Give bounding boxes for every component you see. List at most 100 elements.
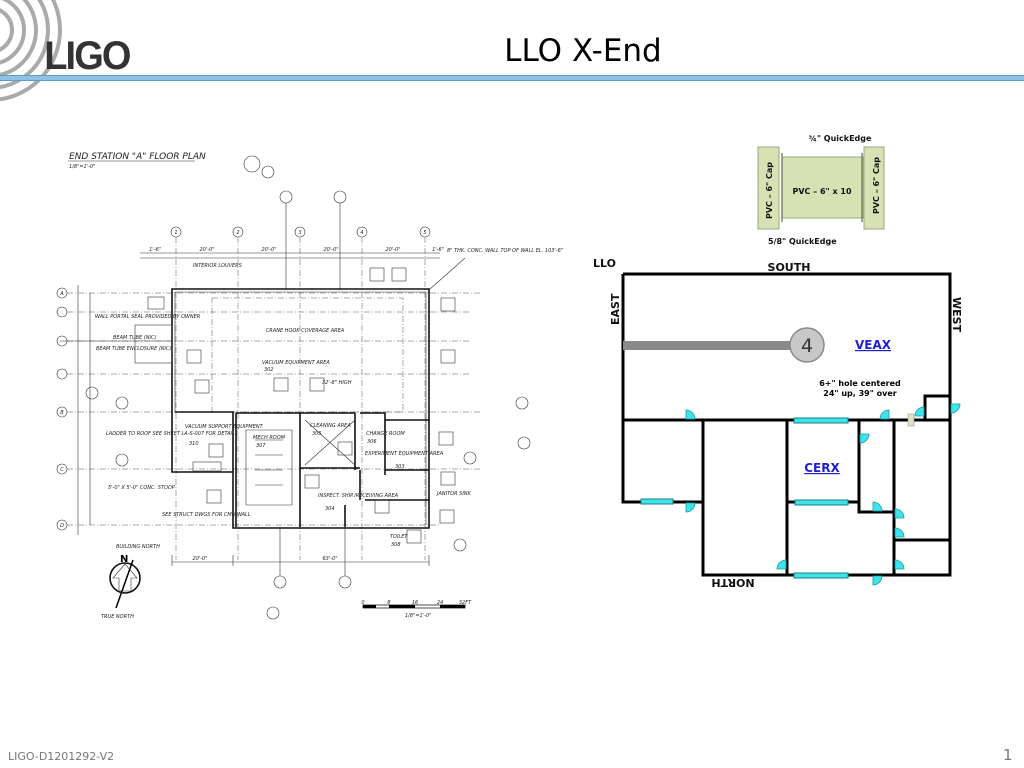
svg-text:20'-0": 20'-0" [261,247,276,253]
svg-text:1'-6": 1'-6" [149,247,161,253]
scale-bar: 0 8 16 24 32FT 1/8"=1'-0" [361,600,472,619]
floor-plan: END STATION "A" FLOOR PLAN 1/8"=1'-0" 1 … [56,152,563,620]
svg-text:3: 3 [298,230,301,236]
window [793,572,849,579]
grid-columns: 1 2 3 4 5 [170,226,431,560]
svg-text:INSPECT. SHIP./RECEIVING AREA: INSPECT. SHIP./RECEIVING AREA [318,493,399,499]
site-plan: LLO SOUTH EAST WEST NORTH 4 VEAX 6+" hol… [593,257,963,589]
logo-text: LIGO [44,34,131,78]
header-divider [0,75,1024,81]
hole-marker [907,413,915,427]
cerx-link[interactable]: CERX [804,461,840,475]
door-icon [685,502,696,513]
svg-text:20'-0": 20'-0" [199,247,214,253]
svg-text:1/8"=1'-0": 1/8"=1'-0" [405,613,431,619]
door-icon [776,559,787,570]
section-marker-icon [261,165,275,179]
svg-text:310: 310 [189,441,199,447]
svg-text:1: 1 [174,230,177,236]
right-cap-label: PVC – 6" Cap [872,157,881,214]
wall-note: 8" THK. CONC. WALL TOP OF WALL EL. 103'-… [447,248,563,254]
section-marker-icon [333,190,347,204]
document-id: LIGO-D1201292-V2 [8,750,115,763]
svg-text:BEAM TUBE ENCLOSURE (NIC): BEAM TUBE ENCLOSURE (NIC) [96,346,171,352]
door-icon [894,527,905,538]
page-title: LLO X-End [504,33,662,69]
door-icon [894,559,905,570]
window [793,417,849,424]
door-icon [950,403,961,414]
pipe-body-label: PVC – 6" x 10 [792,187,852,196]
svg-text:VACUUM EQUIPMENT AREA: VACUUM EQUIPMENT AREA [262,360,330,366]
svg-text:EXPERIMENT EQUIPMENT AREA: EXPERIMENT EQUIPMENT AREA [365,451,444,457]
svg-text:308: 308 [391,542,401,548]
svg-text:0: 0 [361,600,364,606]
svg-text:LADDER TO ROOF SEE SHEET LA-S-: LADDER TO ROOF SEE SHEET LA-S-007 FOR DE… [106,431,239,437]
svg-text:TRUE NORTH: TRUE NORTH [101,614,134,620]
port-number: 4 [801,335,813,357]
top-quickedge-label: ¾" QuickEdge [809,134,872,143]
pipe-body [781,156,864,219]
hole-note-2: 24" up, 39" over [823,389,897,398]
svg-text:N: N [120,554,128,565]
grid-rows: A B C D [56,285,480,535]
svg-text:306: 306 [367,439,377,445]
svg-text:B: B [60,410,64,416]
ligo-arcs-icon [0,0,62,102]
svg-text:303: 303 [395,464,405,470]
svg-text:307: 307 [256,443,266,449]
door-icon [872,575,883,586]
svg-text:32'-8" HIGH: 32'-8" HIGH [322,380,352,386]
svg-text:WALL PORTAL SEAL PROVIDED BY O: WALL PORTAL SEAL PROVIDED BY OWNER [95,314,200,320]
svg-text:MECH ROOM: MECH ROOM [253,435,286,441]
door-icon [685,409,696,420]
svg-text:TOILET: TOILET [390,534,408,540]
left-cap [757,146,780,230]
left-cap-label: PVC – 6" Cap [765,162,774,219]
south-label: SOUTH [768,261,811,274]
crane-coverage [211,297,404,413]
north-label: NORTH [711,576,754,589]
room-tags [147,267,456,544]
svg-text:CHANGE ROOM: CHANGE ROOM [366,431,405,437]
door-icon [859,433,870,444]
bottom-quickedge-label: 5/8" QuickEdge [768,237,837,246]
beam-tube [623,341,803,350]
floor-plan-title: END STATION "A" FLOOR PLAN [69,152,206,162]
door-icon [894,508,905,519]
door-icon [914,406,925,417]
svg-text:302: 302 [264,367,274,373]
floor-plan-scale: 1/8"=1'-0" [69,164,95,170]
svg-text:1'-6": 1'-6" [432,247,444,253]
svg-text:2: 2 [236,230,239,236]
svg-text:VACUUM SUPPORT EQUIPMENT: VACUUM SUPPORT EQUIPMENT [185,424,264,430]
svg-text:INTERIOR LOUVERS: INTERIOR LOUVERS [193,263,243,269]
doors [685,403,961,586]
svg-text:304: 304 [325,506,335,512]
svg-text:63'-0": 63'-0" [322,556,337,562]
veax-link[interactable]: VEAX [855,338,892,352]
svg-text:20'-0": 20'-0" [323,247,338,253]
svg-text:CLEANING AREA: CLEANING AREA [310,423,351,429]
east-label: EAST [609,293,622,325]
right-cap [863,146,885,230]
svg-text:32FT: 32FT [459,600,472,606]
svg-text:5: 5 [423,230,426,236]
svg-text:C: C [60,467,64,473]
logo [0,0,170,110]
floor-plan-labels: INTERIOR LOUVERS CRANE HOOK COVERAGE ARE… [95,263,472,548]
svg-text:5'-0" X 5'-0" CONC. STOOP: 5'-0" X 5'-0" CONC. STOOP [108,485,175,491]
svg-text:BUILDING NORTH: BUILDING NORTH [116,544,160,550]
building-walls [171,288,430,529]
svg-text:4: 4 [360,230,363,236]
svg-text:20'-0": 20'-0" [192,556,207,562]
svg-text:20'-0": 20'-0" [385,247,400,253]
door-icon [872,501,883,512]
svg-text:24: 24 [437,600,443,606]
site-label: LLO [593,257,616,270]
pipe-detail: ¾" QuickEdge PVC – 6" Cap PVC – 6" x 10 … [757,134,885,246]
svg-text:305: 305 [312,431,322,437]
section-markers [85,386,531,620]
port-marker [789,327,825,363]
